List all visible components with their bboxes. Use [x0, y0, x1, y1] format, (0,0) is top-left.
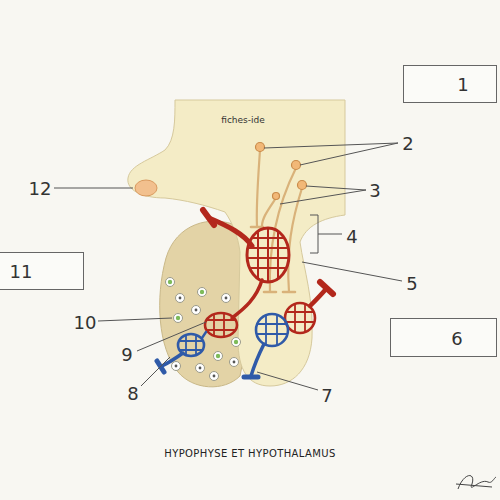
axon: [257, 150, 260, 226]
vein-cut: [244, 375, 258, 380]
neuron-body: [292, 161, 301, 170]
venous-drainage-anterior: [157, 332, 208, 372]
diagram-title: HYPOPHYSE ET HYPOTHALAMUS: [164, 448, 336, 459]
neuron-body: [298, 181, 307, 190]
optic-chiasm: [135, 180, 157, 196]
leader-line: [137, 322, 206, 351]
answer-box: 1: [403, 65, 497, 103]
callout-number: 1: [457, 74, 468, 95]
inferior-hypophyseal-artery: [282, 282, 333, 336]
callout-number: 11: [10, 261, 33, 282]
watermark: fiches-ide: [221, 115, 265, 125]
secondary-plexus: [205, 313, 237, 337]
answer-box: 11: [0, 252, 84, 290]
leader-line: [54, 188, 133, 189]
posterior-plexus: [285, 303, 315, 333]
neuron-body: [256, 143, 265, 152]
leader-line: [141, 357, 170, 386]
superior-hypophyseal-artery: [209, 218, 252, 246]
capillary-net: [200, 310, 240, 340]
venous-drainage-posterior: [244, 312, 290, 377]
portal-system: [200, 210, 296, 340]
leader-line: [280, 186, 366, 204]
callout-number: 9: [121, 344, 132, 365]
axon: [288, 188, 302, 292]
callout-number: 4: [346, 226, 357, 247]
answer-box: 6: [390, 318, 497, 357]
leader-lines: [54, 143, 402, 390]
leader-line: [257, 372, 318, 390]
callout-number: 5: [406, 273, 417, 294]
callout-number: 12: [29, 178, 52, 199]
leader-line: [264, 143, 398, 165]
neuron-body: [273, 193, 280, 200]
anterior-lobe: [160, 221, 246, 387]
callout-number: 3: [369, 180, 380, 201]
leader-line: [98, 318, 172, 321]
callout-number: 10: [74, 312, 97, 333]
hypothalamus-posterior-lobe: [128, 100, 345, 386]
venous-net: [256, 314, 288, 346]
axon: [262, 198, 276, 226]
endocrine-cells: [166, 278, 241, 381]
callout-number: 8: [127, 383, 138, 404]
signature-scribble: [456, 476, 496, 489]
neuron-bodies: [256, 143, 307, 200]
bracket: [310, 215, 342, 253]
portal-vein: [232, 280, 262, 318]
posterior-vein: [251, 344, 264, 376]
callout-number: 6: [451, 327, 462, 348]
leader-line: [302, 262, 402, 281]
callout-number: 7: [321, 385, 332, 406]
capillary-net: [240, 225, 296, 285]
callout-number: 2: [402, 133, 413, 154]
